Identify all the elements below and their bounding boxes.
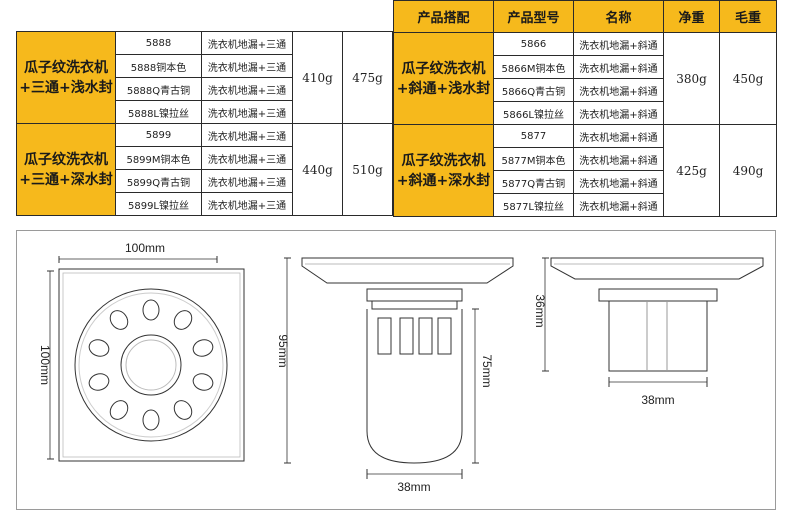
short-base-label: 38mm <box>641 393 674 407</box>
dimension-drawings: 100mm 100mm <box>38 241 764 494</box>
model-cell: 5877Q青古铜 <box>493 170 574 194</box>
table-row: 5899Q青古铜 洗衣机地漏+三通 <box>17 169 393 193</box>
name-cell: 洗衣机地漏+三通 <box>201 146 293 170</box>
name-cell: 洗衣机地漏+斜通 <box>573 78 664 102</box>
combo-label: 瓜子纹洗衣机+斜通+深水封 <box>393 124 494 217</box>
dimension-diagram-panel: 100mm 100mm <box>16 230 776 510</box>
combo-label: 瓜子纹洗衣机+三通+浅水封 <box>16 31 116 124</box>
model-cell: 5866Q青古铜 <box>493 78 574 102</box>
model-cell: 5877L镍拉丝 <box>493 193 574 217</box>
name-cell: 洗衣机地漏+斜通 <box>573 101 664 125</box>
net-weight: 410g <box>292 31 343 124</box>
top-height-label: 100mm <box>38 345 52 385</box>
header-match: 产品搭配 <box>393 0 494 33</box>
table-row: 5877L镍拉丝 洗衣机地漏+斜通 <box>394 193 777 217</box>
model-cell: 5866M铜本色 <box>493 55 574 79</box>
table-row: 5899L镍拉丝 洗衣机地漏+三通 <box>17 192 393 216</box>
short-height-label: 36mm <box>533 294 547 327</box>
name-cell: 洗衣机地漏+三通 <box>201 169 293 193</box>
table-row: 5866L镍拉丝 洗衣机地漏+斜通 <box>394 101 777 125</box>
gross-weight: 510g <box>342 123 393 216</box>
model-cell: 5899Q青古铜 <box>115 169 202 193</box>
table-row: 5877Q青古铜 洗衣机地漏+斜通 <box>394 170 777 194</box>
side-base-label: 38mm <box>397 480 430 494</box>
left-spec-table: 瓜子纹洗衣机+三通+浅水封 5888 洗衣机地漏+三通 410g 475g 58… <box>16 31 393 216</box>
header-gross: 毛重 <box>719 0 777 33</box>
gross-weight: 475g <box>342 31 393 124</box>
name-cell: 洗衣机地漏+三通 <box>201 54 293 78</box>
side-body-label: 75mm <box>480 354 494 387</box>
name-cell: 洗衣机地漏+三通 <box>201 192 293 216</box>
name-cell: 洗衣机地漏+斜通 <box>573 170 664 194</box>
net-weight: 380g <box>663 32 720 125</box>
top-width-label: 100mm <box>125 241 165 255</box>
name-cell: 洗衣机地漏+三通 <box>201 31 293 55</box>
model-cell: 5866 <box>493 32 574 56</box>
table-row: 瓜子纹洗衣机+三通+浅水封 5888 洗衣机地漏+三通 410g 475g <box>16 31 393 124</box>
net-weight: 425g <box>663 124 720 217</box>
table-row: 5888L镍拉丝 洗衣机地漏+三通 <box>17 100 393 124</box>
name-cell: 洗衣机地漏+斜通 <box>573 55 664 79</box>
right-spec-table: 产品搭配 产品型号 名称 净重 毛重 瓜子纹洗衣机+斜通+浅水封 5866 洗衣… <box>393 0 777 217</box>
combo-label: 瓜子纹洗衣机+斜通+浅水封 <box>393 32 494 125</box>
name-cell: 洗衣机地漏+三通 <box>201 77 293 101</box>
header-name: 名称 <box>573 0 664 33</box>
model-cell: 5877 <box>493 124 574 148</box>
model-cell: 5866L镍拉丝 <box>493 101 574 125</box>
table-row: 5866Q青古铜 洗衣机地漏+斜通 <box>394 78 777 102</box>
model-cell: 5888Q青古铜 <box>115 77 202 101</box>
gross-weight: 450g <box>719 32 777 125</box>
table-row: 5888铜本色 洗衣机地漏+三通 <box>17 54 393 78</box>
name-cell: 洗衣机地漏+斜通 <box>573 124 664 148</box>
model-cell: 5888L镍拉丝 <box>115 100 202 124</box>
model-cell: 5888铜本色 <box>115 54 202 78</box>
model-cell: 5899M铜本色 <box>115 146 202 170</box>
side-view-drawing <box>284 257 514 479</box>
name-cell: 洗衣机地漏+斜通 <box>573 32 664 56</box>
header-net: 净重 <box>663 0 720 33</box>
name-cell: 洗衣机地漏+斜通 <box>573 147 664 171</box>
name-cell: 洗衣机地漏+三通 <box>201 123 293 147</box>
combo-label: 瓜子纹洗衣机+三通+深水封 <box>16 123 116 216</box>
table-row: 5866M铜本色 洗衣机地漏+斜通 <box>394 55 777 79</box>
side-total-label: 95mm <box>276 334 290 367</box>
model-cell: 5877M铜本色 <box>493 147 574 171</box>
model-cell: 5888 <box>115 31 202 55</box>
net-weight: 440g <box>292 123 343 216</box>
top-view-drawing <box>47 256 245 462</box>
table-row: 5877M铜本色 洗衣机地漏+斜通 <box>394 147 777 171</box>
table-row: 瓜子纹洗衣机+斜通+深水封 5877 洗衣机地漏+斜通 425g 490g <box>393 124 777 217</box>
table-row: 瓜子纹洗衣机+三通+深水封 5899 洗衣机地漏+三通 440g 510g <box>16 123 393 216</box>
table-row: 瓜子纹洗衣机+斜通+浅水封 5866 洗衣机地漏+斜通 380g 450g <box>393 32 777 125</box>
table-row: 5888Q青古铜 洗衣机地漏+三通 <box>17 77 393 101</box>
name-cell: 洗衣机地漏+斜通 <box>573 193 664 217</box>
model-cell: 5899 <box>115 123 202 147</box>
table-header-row: 产品搭配 产品型号 名称 净重 毛重 <box>393 0 777 33</box>
header-model: 产品型号 <box>493 0 574 33</box>
gross-weight: 490g <box>719 124 777 217</box>
model-cell: 5899L镍拉丝 <box>115 192 202 216</box>
name-cell: 洗衣机地漏+三通 <box>201 100 293 124</box>
short-view-drawing <box>542 257 764 387</box>
